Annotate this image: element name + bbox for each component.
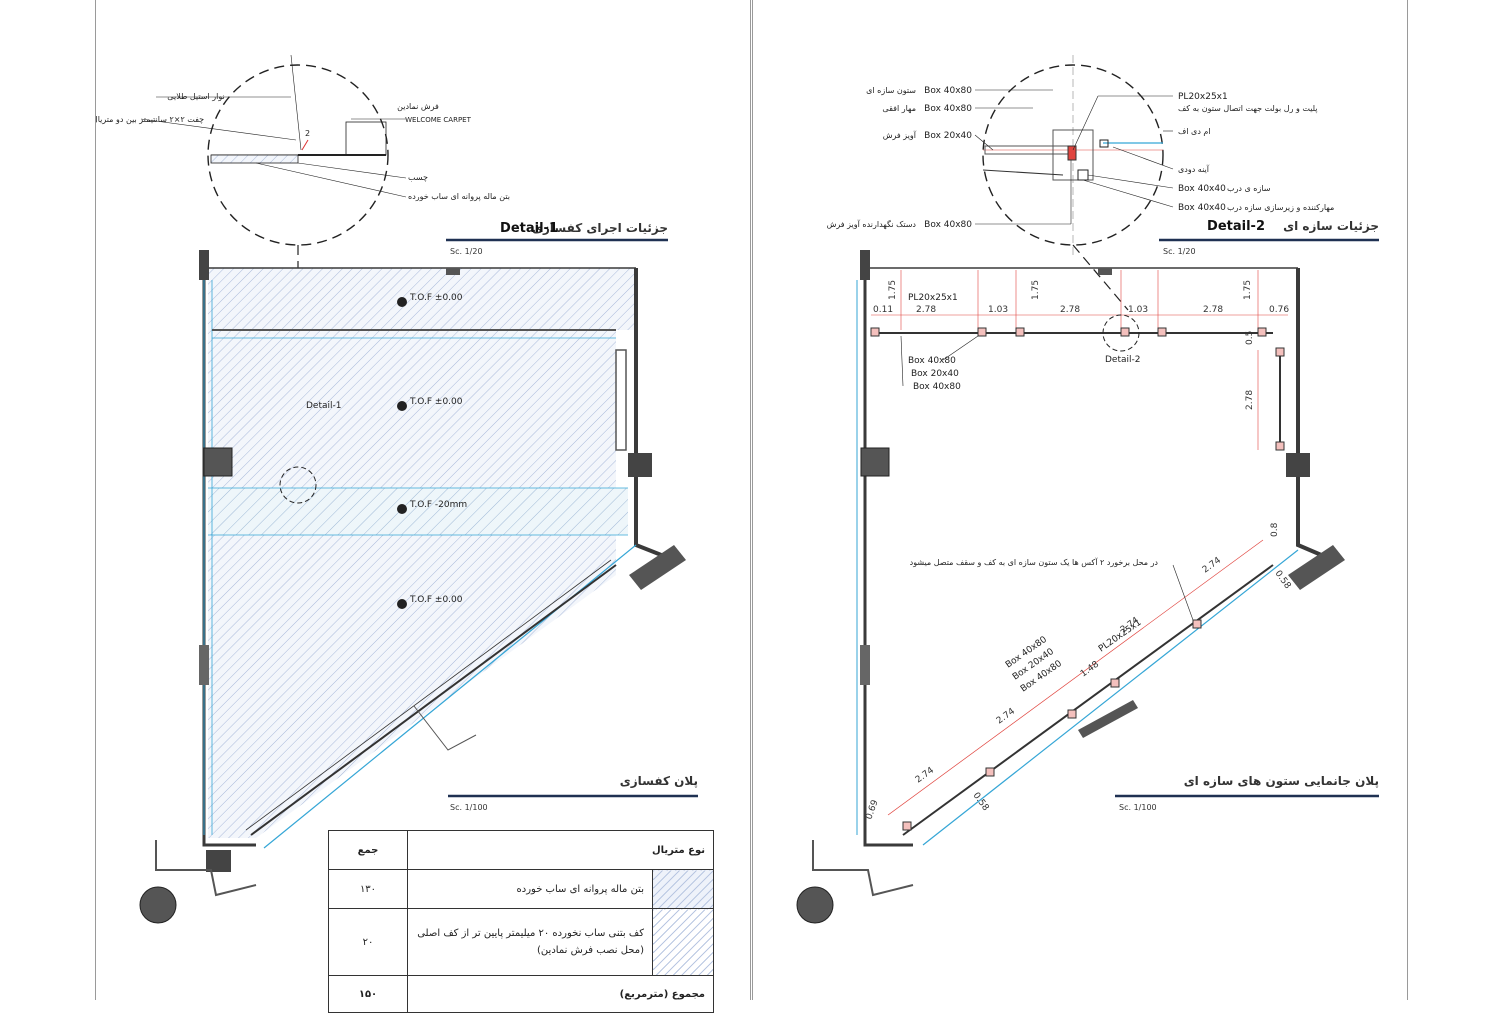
d2r-code-1: PL20x25x1 xyxy=(1178,92,1228,102)
legend-row-2-total: ۲۰ xyxy=(328,908,408,976)
legend-header-material: نوع متریال xyxy=(407,830,714,870)
structure-plan-scale: Sc. 1/100 xyxy=(1119,803,1157,812)
dim-d-5: 1.48 xyxy=(1079,659,1101,679)
sheet-structure-plan: Box 40x80 ستون سازه ای Box 40x80 مهار اف… xyxy=(752,0,1408,1000)
plan-label-box-3: Box 40x80 xyxy=(913,382,961,392)
callout-gap: چفت ۲×۲ سانتیمتر بین دو متریال xyxy=(96,115,204,124)
legend-row-1-total: ۱۳۰ xyxy=(328,869,408,909)
d2r-text-5: مهارکننده و زیرسازی سازه درب xyxy=(1227,203,1334,212)
legend-header-total: جمع xyxy=(328,830,408,870)
structure-plan xyxy=(796,250,1345,924)
structure-note: در محل برخورد ۲ آکس ها یک ستون سازه ای ب… xyxy=(910,557,1159,567)
dim-d-8: 0.69 xyxy=(864,799,880,822)
plan-label-box-2: Box 20x40 xyxy=(911,369,959,379)
plan-label-plate: PL20x25x1 xyxy=(908,293,958,303)
floor-plan-drawing: نوار استیل طلایی چفت ۲×۲ سانتیمتر بین دو… xyxy=(96,54,698,924)
plan-scale: Sc. 1/100 xyxy=(450,803,488,812)
d2r-code-5: Box 40x40 xyxy=(1178,203,1226,213)
d2-code-1: Box 40x80 xyxy=(924,86,972,96)
level-4: T.O.F ±0.00 xyxy=(409,595,463,605)
structure-plan-title: پلان جانمایی ستون های سازه ای xyxy=(1184,774,1379,789)
dim-top-5: 1.03 xyxy=(1128,305,1148,315)
detail-dim: 2 xyxy=(305,129,310,138)
legend-row-2-name: کف بتنی ساب نخورده ۲۰ میلیمتر پایین تر ا… xyxy=(407,908,653,976)
detail-2-tag: Detail-2 xyxy=(1207,219,1265,234)
dim-v-4: 0.5 xyxy=(1245,331,1255,345)
d2-text-4: دستک نگهدارنده آویز فرش xyxy=(827,219,917,229)
level-3: T.O.F -20mm xyxy=(409,500,467,510)
detail-1-title-block: جزئیات اجرای کفسازی Detail-1 Sc. 1/20 xyxy=(446,221,668,256)
dim-v-6: 0.8 xyxy=(1270,522,1280,537)
detail-2-title: جزئیات سازه ای xyxy=(1283,219,1379,233)
d2r-text-1: پلیت و رل بولت جهت اتصال ستون به کف xyxy=(1178,104,1318,113)
legend-row-1-name: بتن ماله پروانه ای ساب خورده xyxy=(407,869,653,909)
detail-1-bubble: نوار استیل طلایی چفت ۲×۲ سانتیمتر بین دو… xyxy=(96,54,510,475)
d2-code-4: Box 40x80 xyxy=(924,220,972,230)
callout-carpet: فرش نمادین xyxy=(397,102,439,111)
d2-code-3: Box 20x40 xyxy=(924,131,972,141)
dim-top-2: 2.78 xyxy=(916,305,936,315)
callout-concrete: بتن ماله پروانه ای ساب خورده xyxy=(408,192,510,201)
level-1: T.O.F ±0.00 xyxy=(409,293,463,303)
detail-2-bubble: Box 40x80 ستون سازه ای Box 40x80 مهار اف… xyxy=(827,55,1334,311)
d2-text-3: آویز فرش xyxy=(883,130,917,140)
dim-v-5: 2.78 xyxy=(1245,390,1255,410)
plan-labels: PL20x25x1 Box 40x80 Box 20x40 Box 40x80 … xyxy=(900,293,1141,392)
legend-sum-total: ۱۵۰ xyxy=(328,975,408,1013)
legend-swatch-1 xyxy=(652,869,714,909)
top-dimensions: 0.11 2.78 1.03 2.78 1.03 2.78 0.76 1.75 … xyxy=(873,280,1289,537)
detail-1-marker: Detail-1 xyxy=(306,401,342,411)
structure-plan-drawing: Box 40x80 ستون سازه ای Box 40x80 مهار اف… xyxy=(796,55,1379,924)
detail-1-title: جزئیات اجرای کفسازی xyxy=(532,221,668,235)
dim-d-4: 2.74 xyxy=(1201,555,1223,575)
plan-label-box-1: Box 40x80 xyxy=(908,356,956,366)
dim-top-4: 2.78 xyxy=(1060,305,1080,315)
callout-welcome-carpet: WELCOME CARPET xyxy=(405,116,472,124)
plan-title-block: پلان کفسازی Sc. 1/100 xyxy=(448,774,698,812)
dim-v-1: 1.75 xyxy=(888,280,898,300)
dim-top-6: 2.78 xyxy=(1203,305,1223,315)
d2r-text-2: ام دی اف xyxy=(1178,127,1211,136)
material-legend-table: جمع نوع متریال ۱۳۰ بتن ماله پروانه ای سا… xyxy=(328,830,714,1013)
structure-plan-title-block: پلان جانمایی ستون های سازه ای Sc. 1/100 xyxy=(1115,774,1379,812)
d2r-text-3: آینه دودی xyxy=(1178,164,1210,174)
dim-top-1: 0.11 xyxy=(873,305,893,315)
dim-v-3: 1.75 xyxy=(1243,280,1253,300)
legend-swatch-2 xyxy=(652,908,714,976)
plan-title: پلان کفسازی xyxy=(620,774,698,788)
level-2: T.O.F ±0.00 xyxy=(409,397,463,407)
dim-d-2: 2.74 xyxy=(995,706,1017,726)
callout-glue: چسب xyxy=(408,173,428,182)
d2-code-2: Box 40x80 xyxy=(924,104,972,114)
detail-2-scale: Sc. 1/20 xyxy=(1163,247,1196,256)
dim-top-3: 1.03 xyxy=(988,305,1008,315)
dim-v-2: 1.75 xyxy=(1031,280,1041,300)
detail-1-scale: Sc. 1/20 xyxy=(450,247,483,256)
detail-2-marker: Detail-2 xyxy=(1105,355,1141,365)
floor-plan xyxy=(139,250,686,924)
detail-2-title-block: جزئیات سازه ای Detail-2 Sc. 1/20 xyxy=(1159,219,1379,256)
sheet-floor-plan: نوار استیل طلایی چفت ۲×۲ سانتیمتر بین دو… xyxy=(95,0,751,1013)
d2-text-1: ستون سازه ای xyxy=(866,86,916,95)
detail-1-tag: Detail-1 xyxy=(500,221,558,236)
level-marks: T.O.F ±0.00 T.O.F ±0.00 T.O.F -20mm T.O.… xyxy=(397,293,467,609)
legend-sum-label: مجموع (مترمربع) xyxy=(407,975,714,1013)
dim-d-7: 0.58 xyxy=(1273,569,1293,591)
dim-top-7: 0.76 xyxy=(1269,305,1289,315)
d2r-text-4: سازه ی درب xyxy=(1227,184,1271,193)
callout-steel-strip: نوار استیل طلایی xyxy=(167,92,224,101)
d2-text-2: مهار افقی xyxy=(882,104,916,113)
d2r-code-4: Box 40x40 xyxy=(1178,184,1226,194)
